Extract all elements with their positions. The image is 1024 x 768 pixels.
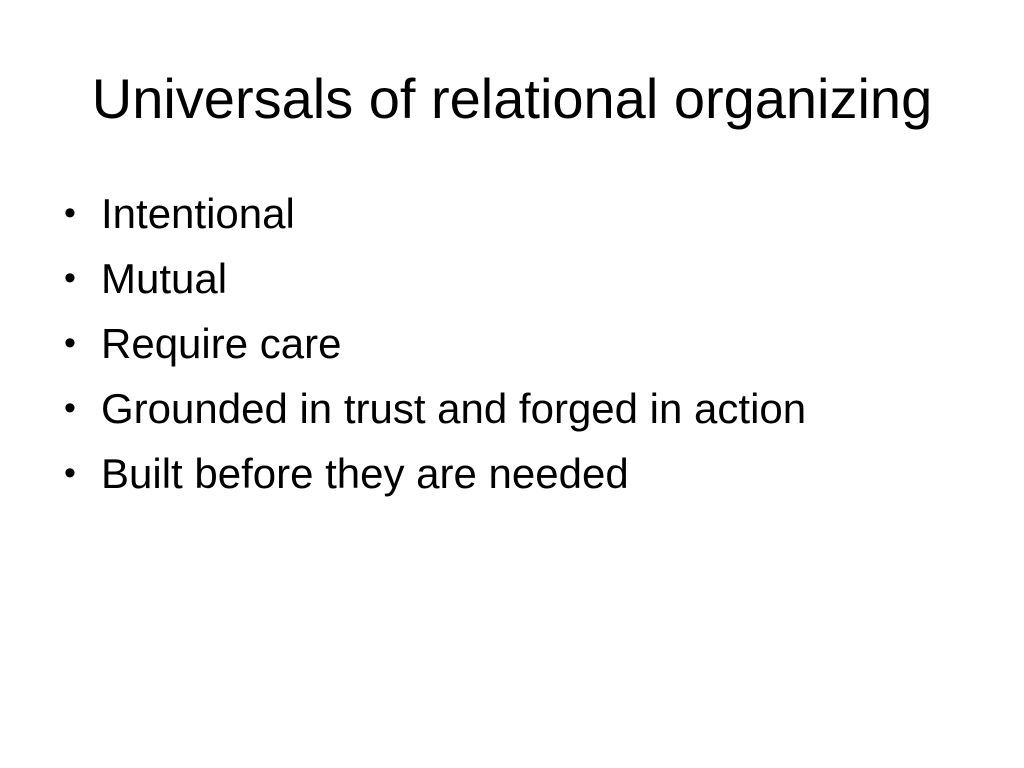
bullet-text: Grounded in trust and forged in action — [101, 385, 807, 432]
bullet-dot-icon — [60, 311, 80, 376]
slide-title: Universals of relational organizing — [91, 67, 933, 130]
bullet-dot-icon — [60, 441, 80, 506]
bullet-item: Require care — [0, 311, 1024, 376]
bullet-list: Intentional Mutual Require care Grounded… — [0, 181, 1024, 506]
bullet-item: Built before they are needed — [0, 441, 1024, 506]
bullet-dot-icon — [60, 376, 80, 441]
bullet-text: Built before they are needed — [101, 450, 629, 497]
bullet-dot-icon — [60, 181, 80, 246]
bullet-text: Mutual — [101, 255, 228, 302]
bullet-item: Mutual — [0, 246, 1024, 311]
bullet-text: Intentional — [101, 190, 295, 237]
bullet-item: Intentional — [0, 181, 1024, 246]
bullet-item: Grounded in trust and forged in action — [0, 376, 1024, 441]
bullet-text: Require care — [101, 320, 342, 367]
bullet-dot-icon — [60, 246, 80, 311]
